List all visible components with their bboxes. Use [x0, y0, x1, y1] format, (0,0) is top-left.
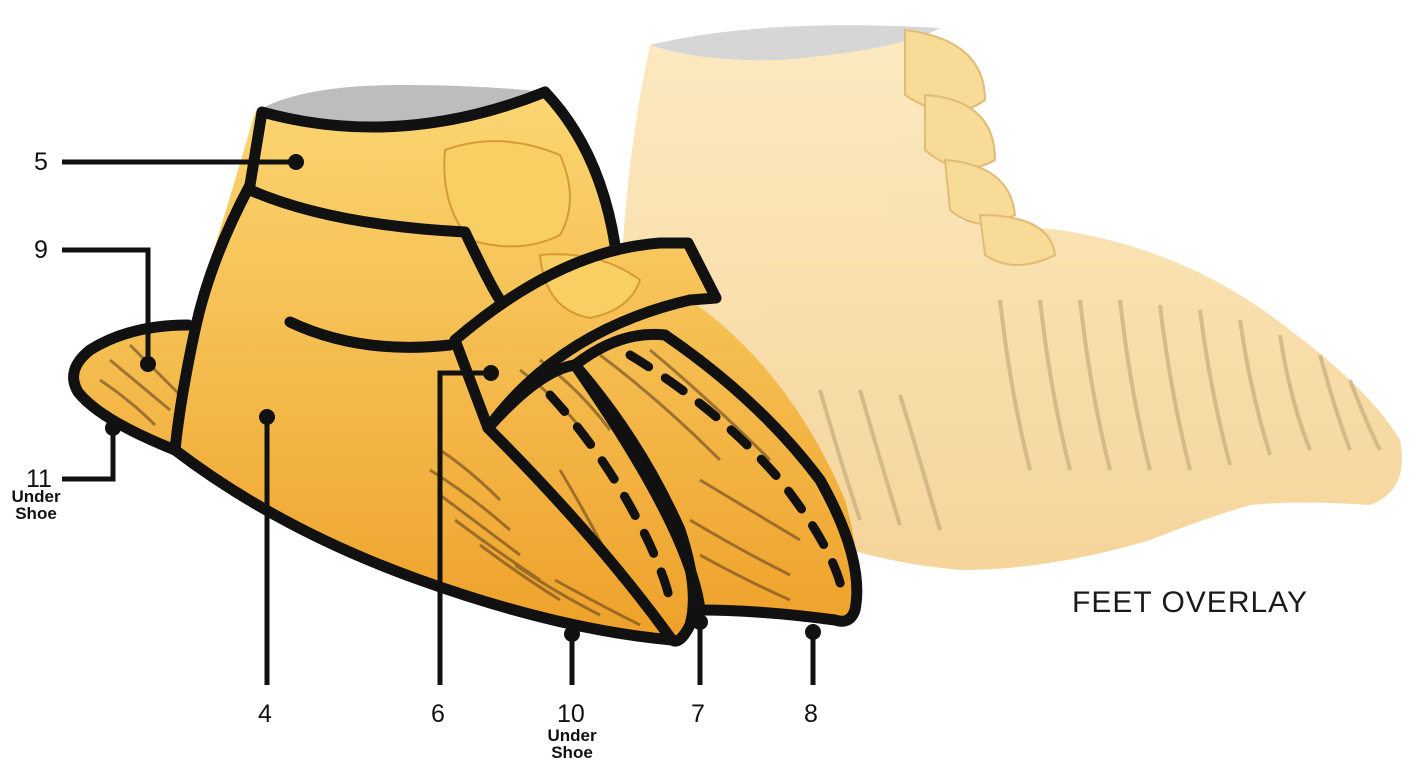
- dot-10: [564, 626, 580, 642]
- diagram-title: FEET OVERLAY: [1072, 586, 1308, 620]
- callout-10-number: 10: [557, 702, 585, 727]
- dot-5: [288, 154, 304, 170]
- callout-7-number: 7: [691, 702, 705, 727]
- dot-6: [483, 365, 499, 381]
- dot-4: [259, 409, 275, 425]
- leader-11: [62, 428, 113, 479]
- callout-4-number: 4: [258, 702, 272, 727]
- callout-9-number: 9: [34, 238, 48, 263]
- dot-7: [692, 614, 708, 630]
- callout-6-number: 6: [431, 702, 445, 727]
- dot-9: [140, 356, 156, 372]
- callout-10-sub: Under Shoe: [532, 727, 612, 761]
- callout-11-sub: Under Shoe: [0, 488, 76, 522]
- dot-11: [105, 420, 121, 436]
- callout-8-number: 8: [804, 702, 818, 727]
- callout-5-number: 5: [34, 150, 48, 175]
- dot-8: [805, 624, 821, 640]
